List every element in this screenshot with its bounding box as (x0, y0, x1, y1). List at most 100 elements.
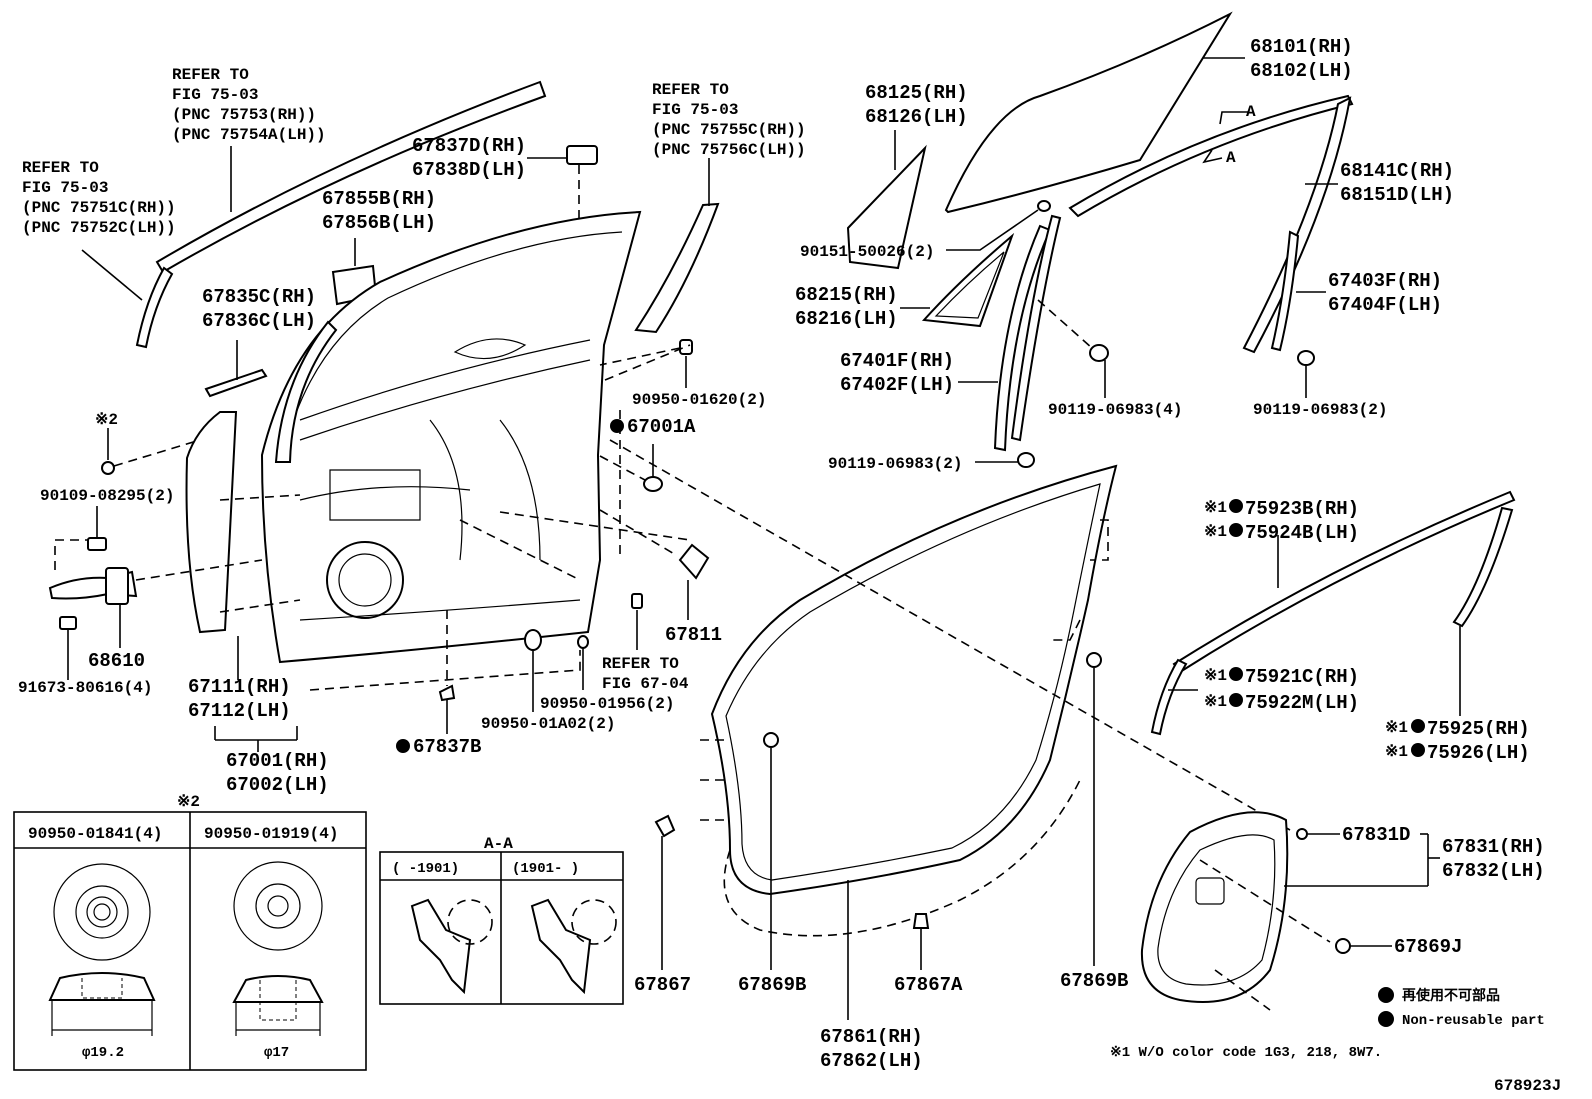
svg-text:68215(RH): 68215(RH) (795, 284, 898, 306)
svg-text:※1: ※1 (1204, 523, 1227, 541)
part-68101: 68101(RH) 68102(LH) (944, 11, 1353, 214)
svg-text:(PNC 75753(RH)): (PNC 75753(RH)) (172, 106, 316, 124)
part-68610: 68610 (48, 559, 263, 672)
part-67837B: 67837B (396, 610, 481, 758)
part-90109: 90109-08295(2) (40, 487, 174, 570)
svg-text:A-A: A-A (484, 835, 513, 853)
svg-text:68151D(LH): 68151D(LH) (1340, 184, 1454, 206)
svg-text:68101(RH): 68101(RH) (1250, 36, 1353, 58)
svg-text:91673-80616(4): 91673-80616(4) (18, 679, 152, 697)
svg-text:(PNC 75752C(LH)): (PNC 75752C(LH)) (22, 219, 176, 237)
svg-text:再使用不可部品: 再使用不可部品 (1402, 987, 1500, 1005)
refer-left-text: REFER TO FIG 75-03 (PNC 75751C(RH)) (PNC… (22, 159, 176, 237)
svg-text:67001A: 67001A (627, 416, 696, 438)
part-67811: 67811 (599, 509, 722, 646)
part-67861-weatherstrip: 67861(RH) 67862(LH) (700, 464, 1118, 1072)
part-68215: 68215(RH) 68216(LH) (795, 232, 1015, 330)
svg-text:REFER TO: REFER TO (22, 159, 99, 177)
svg-text:67867A: 67867A (894, 974, 963, 996)
svg-text:※1: ※1 (1385, 743, 1408, 761)
part-90119-2b: 90119-06983(2) (1253, 350, 1387, 419)
part-90151: 90151-50026(2) (800, 200, 1051, 261)
clip-01841-drawing: φ19.2 (48, 863, 156, 1061)
part-68141C: 68141C(RH) 68151D(LH) (1068, 94, 1454, 354)
clip-01919-drawing: φ17 (232, 861, 324, 1061)
part-67869J: 67869J (1335, 936, 1462, 958)
svg-text:(PNC 75756C(LH)): (PNC 75756C(LH)) (652, 141, 806, 159)
svg-text:67869B: 67869B (738, 974, 806, 996)
svg-text:FIG 75-03: FIG 75-03 (652, 101, 738, 119)
svg-text:67869J: 67869J (1394, 936, 1462, 958)
svg-text:※1: ※1 (1385, 719, 1408, 737)
part-67831D: 67831D 67831(RH) 67832(LH) (1284, 824, 1545, 887)
svg-text:90151-50026(2): 90151-50026(2) (800, 243, 934, 261)
part-67111: 67111(RH) 67112(LH) (185, 411, 298, 752)
part-67869B-a: 67869B (738, 732, 806, 996)
svg-text:67001(RH): 67001(RH) (226, 750, 329, 772)
svg-text:67403F(RH): 67403F(RH) (1328, 270, 1442, 292)
svg-text:67401F(RH): 67401F(RH) (840, 350, 954, 372)
svg-text:90119-06983(4): 90119-06983(4) (1048, 401, 1182, 419)
svg-text:REFER TO: REFER TO (652, 81, 729, 99)
svg-text:※2: ※2 (95, 411, 118, 429)
svg-text:68216(LH): 68216(LH) (795, 308, 898, 330)
svg-text:90950-01841(4): 90950-01841(4) (28, 825, 162, 843)
svg-text:※1 W/O color code 1G3, 218, 8W: ※1 W/O color code 1G3, 218, 8W7. (1110, 1045, 1382, 1061)
moulding-rear-vertical (634, 158, 720, 334)
svg-text:75924B(LH): 75924B(LH) (1245, 522, 1359, 544)
part-68125: 68125(RH) 68126(LH) (846, 82, 968, 270)
part-90119-2a: 90119-06983(2) (828, 452, 1035, 473)
clip-table: ※2 90950-01841(4) 90950-01919(4) φ19.2 (13, 793, 367, 1071)
moulding-upper (81, 80, 547, 349)
svg-text:90950-01A02(2): 90950-01A02(2) (481, 715, 615, 733)
part-90950-01A02: 90950-01A02(2) (481, 629, 615, 733)
svg-text:67832(LH): 67832(LH) (1442, 860, 1545, 882)
part-91673: 91673-80616(4) (18, 616, 152, 697)
svg-text:(1901- ): (1901- ) (512, 861, 579, 877)
svg-text:90950-01956(2): 90950-01956(2) (540, 695, 674, 713)
svg-text:67869B: 67869B (1060, 970, 1128, 992)
svg-text:68102(LH): 68102(LH) (1250, 60, 1353, 82)
svg-text:※1: ※1 (1204, 693, 1227, 711)
svg-text:67404F(LH): 67404F(LH) (1328, 294, 1442, 316)
figure-code: 678923J (1494, 1077, 1561, 1095)
svg-text:68610: 68610 (88, 650, 145, 672)
svg-text:75925(RH): 75925(RH) (1427, 718, 1530, 740)
svg-text:67811: 67811 (665, 624, 722, 646)
legend: 再使用不可部品 Non-reusable part ※1 W/O color c… (1110, 987, 1561, 1095)
svg-text:68125(RH): 68125(RH) (865, 82, 968, 104)
svg-text:A: A (1226, 149, 1236, 167)
part-67835C: 67835C(RH) 67836C(LH) (202, 286, 316, 398)
svg-text:FIG 75-03: FIG 75-03 (172, 86, 258, 104)
part-67403F: 67403F(RH) 67404F(LH) (1270, 230, 1442, 352)
svg-text:90950-01620(2): 90950-01620(2) (632, 391, 766, 409)
svg-text:75922M(LH): 75922M(LH) (1245, 692, 1359, 714)
svg-text:67855B(RH): 67855B(RH) (322, 188, 436, 210)
part-90950-01956: 90950-01956(2) (540, 635, 674, 713)
svg-text:67837B: 67837B (413, 736, 481, 758)
section-arrows-A: A A (1202, 103, 1256, 167)
svg-text:( -1901): ( -1901) (392, 861, 459, 877)
svg-text:67861(RH): 67861(RH) (820, 1026, 923, 1048)
svg-text:※2: ※2 (177, 793, 200, 811)
svg-text:67402F(LH): 67402F(LH) (840, 374, 954, 396)
svg-text:75926(LH): 75926(LH) (1427, 742, 1530, 764)
svg-text:φ19.2: φ19.2 (82, 1045, 124, 1061)
part-67831-cover (1140, 811, 1331, 1011)
svg-text:A: A (1246, 103, 1256, 121)
svg-text:68141C(RH): 68141C(RH) (1340, 160, 1454, 182)
dashed-link-long (609, 439, 1291, 831)
part-67869B-b: 67869B (1060, 652, 1128, 992)
clip-note2: ※2 (95, 411, 201, 475)
svg-text:REFER TO: REFER TO (172, 66, 249, 84)
part-67867A: 67867A (894, 913, 963, 996)
svg-text:67837D(RH): 67837D(RH) (412, 135, 526, 157)
part-75923B: ※1 75923B(RH) ※1 75924B(LH) (1172, 490, 1516, 674)
part-67001A: 67001A (599, 416, 696, 492)
svg-text:67836C(LH): 67836C(LH) (202, 310, 316, 332)
part-67001: 67001(RH) 67002(LH) (226, 750, 329, 796)
part-67837D: 67837D(RH) 67838D(LH) (412, 135, 598, 340)
svg-text:75921C(RH): 75921C(RH) (1245, 666, 1359, 688)
part-75925: ※1 75925(RH) ※1 75926(LH) (1385, 506, 1530, 764)
